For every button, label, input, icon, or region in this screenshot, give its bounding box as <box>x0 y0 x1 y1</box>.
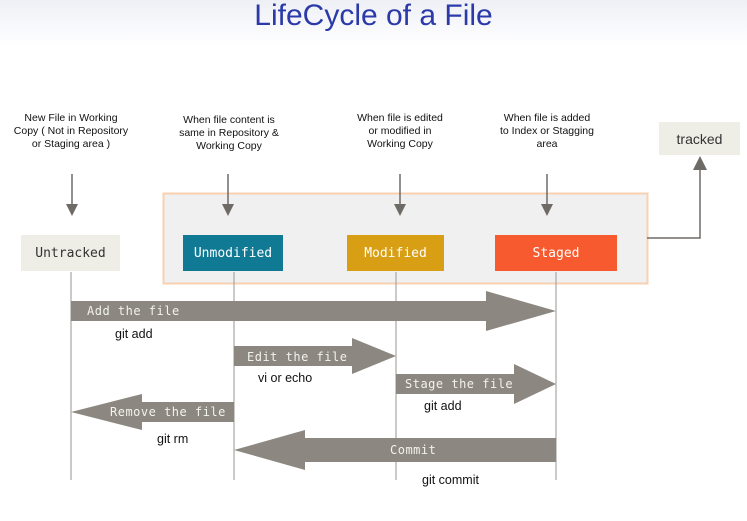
command-add: git add <box>115 327 153 341</box>
transition-arrow-commit <box>234 430 556 470</box>
state-modified: Modified <box>347 235 444 271</box>
transition-label-add: Add the file <box>87 304 180 318</box>
note-pointer-untracked <box>66 174 78 216</box>
command-edit: vi or echo <box>258 371 313 385</box>
transition-arrow-stage <box>396 364 556 404</box>
state-unmodified: Unmodified <box>183 235 283 271</box>
note-pointer-modified <box>394 174 406 216</box>
tracked-connector-arrowhead <box>693 156 707 170</box>
note-unmodified: When file content is same in Repository … <box>179 114 279 152</box>
state-staged: Staged <box>495 235 617 271</box>
command-remove: git rm <box>157 432 189 446</box>
transition-label-edit: Edit the file <box>247 350 347 364</box>
transition-arrow-remove <box>71 394 234 430</box>
state-untracked: Untracked <box>21 235 120 271</box>
transition-label-stage: Stage the file <box>405 377 513 391</box>
page-title: LifeCycle of a File <box>254 0 493 32</box>
note-modified: When file is edited or modified in Worki… <box>357 112 443 150</box>
transition-arrow-edit <box>234 338 396 374</box>
transition-arrow-add <box>71 291 556 331</box>
tracked-connector-line <box>647 170 701 239</box>
transition-label-remove: Remove the file <box>110 405 226 419</box>
note-untracked: New File in Working Copy ( Not in Reposi… <box>13 112 129 150</box>
state-tracked: tracked <box>659 122 740 155</box>
transition-label-commit: Commit <box>390 443 436 457</box>
command-commit: git commit <box>422 473 479 487</box>
note-staged: When file is added to Index or Stagging … <box>500 112 594 150</box>
note-pointer-unmodified <box>222 174 234 216</box>
command-stage: git add <box>424 399 462 413</box>
note-pointer-staged <box>541 174 553 216</box>
